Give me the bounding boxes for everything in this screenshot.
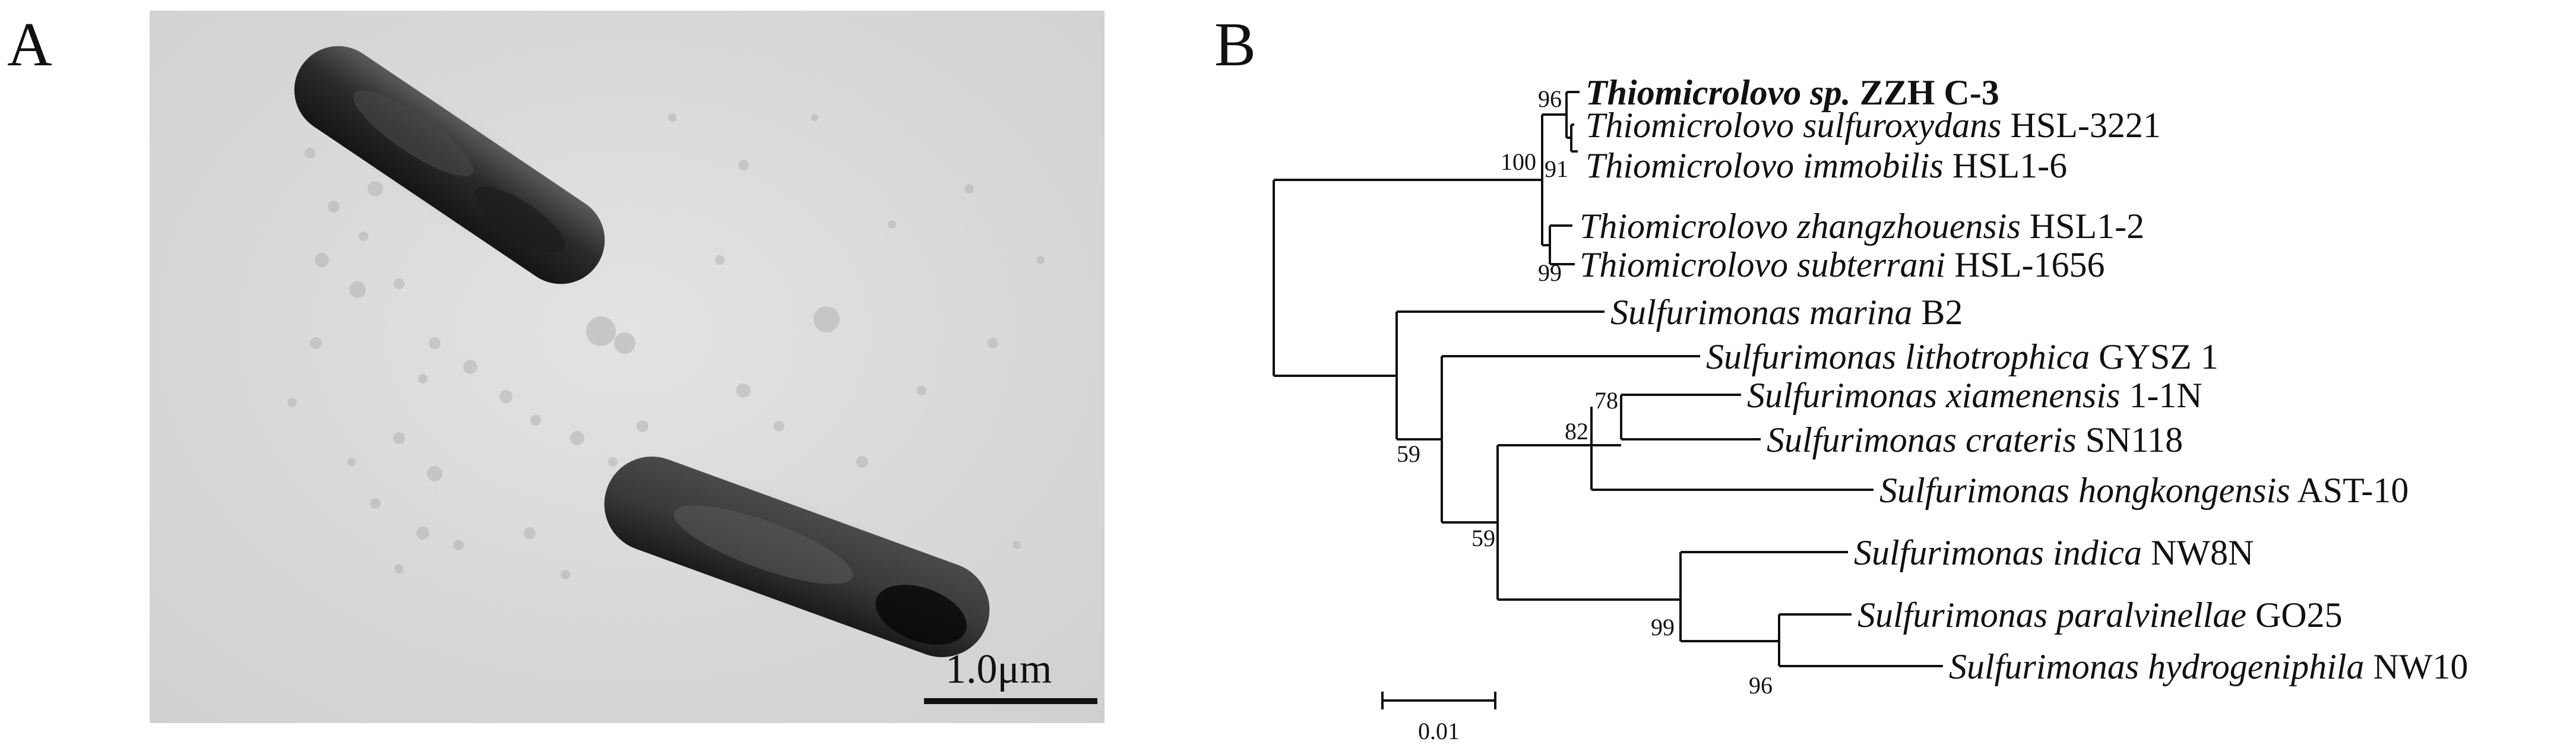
panel-b-letter: B bbox=[1214, 9, 1257, 79]
support-values: 96 91 100 99 78 82 59 59 99 96 bbox=[1397, 85, 1773, 699]
taxon-label: Sulfurimonas xiamenensis 1-1N bbox=[1747, 376, 2202, 415]
bootstrap-value: 59 bbox=[1397, 440, 1420, 467]
taxon-label: Thiomicrolovo subterrani HSL-1656 bbox=[1580, 245, 2105, 284]
bootstrap-value: 99 bbox=[1538, 259, 1562, 286]
taxon-label: Thiomicrolovo immobilis HSL1-6 bbox=[1586, 146, 2067, 185]
bootstrap-value: 99 bbox=[1651, 614, 1675, 641]
taxon-label: Sulfurimonas crateris SN118 bbox=[1767, 420, 2183, 459]
tree-branches bbox=[1273, 91, 1943, 709]
taxon-label: Sulfurimonas hongkongensis AST-10 bbox=[1879, 471, 2409, 510]
taxon-label: Sulfurimonas lithotrophica GYSZ 1 bbox=[1706, 337, 2219, 376]
bootstrap-value: 78 bbox=[1594, 387, 1618, 414]
taxon-label: Thiomicrolovo sp. ZZH C-3 bbox=[1586, 73, 1999, 112]
bacterium-lower bbox=[592, 445, 1002, 669]
phylogenetic-tree: Thiomicrolovo sp. ZZH C-3 Thiomicrolovo … bbox=[1265, 59, 2571, 744]
bacterium-upper bbox=[282, 34, 617, 296]
taxon-label: Sulfurimonas marina B2 bbox=[1610, 293, 1963, 332]
bootstrap-value: 91 bbox=[1545, 156, 1568, 182]
scale-bar-b-label: 0.01 bbox=[1418, 718, 1460, 744]
panel-a-letter: A bbox=[7, 9, 52, 79]
scale-bar-a bbox=[924, 698, 1097, 704]
taxon-label: Thiomicrolovo zhangzhouensis HSL1-2 bbox=[1580, 207, 2144, 246]
bootstrap-value: 100 bbox=[1501, 148, 1536, 175]
bootstrap-value: 82 bbox=[1565, 418, 1588, 445]
bootstrap-value: 59 bbox=[1471, 525, 1495, 552]
bootstrap-value: 96 bbox=[1749, 672, 1773, 699]
taxon-label: Thiomicrolovo sulfuroxydans HSL-3221 bbox=[1586, 106, 2161, 145]
taxon-label: Sulfurimonas indica NW8N bbox=[1854, 533, 2254, 572]
tem-micrograph: 1.0μm bbox=[150, 11, 1105, 723]
taxon-label: Sulfurimonas hydrogeniphila NW10 bbox=[1949, 647, 2468, 686]
taxon-labels: Thiomicrolovo sp. ZZH C-3 Thiomicrolovo … bbox=[1580, 73, 2468, 686]
scale-bar-a-label: 1.0μm bbox=[945, 646, 1052, 692]
taxon-label: Sulfurimonas paralvinellae GO25 bbox=[1857, 595, 2343, 635]
bootstrap-value: 96 bbox=[1538, 85, 1562, 112]
